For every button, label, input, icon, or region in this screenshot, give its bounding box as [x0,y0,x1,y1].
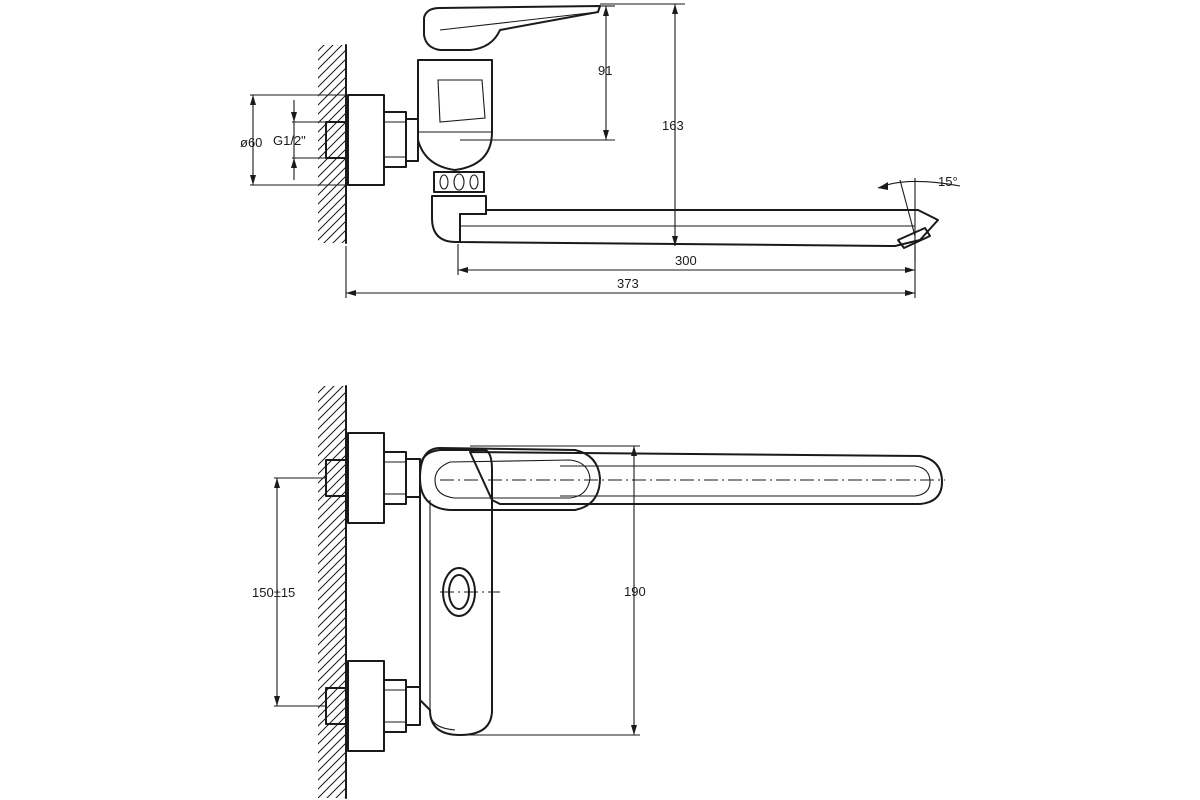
label-inlet-spacing: 150±15 [252,585,295,600]
dim-inlet-spacing: 150±15 [252,477,326,707]
dim-total-height: 163 [600,3,685,246]
label-total-height: 163 [662,118,684,133]
dim-handle-height: 91 [460,5,615,141]
dim-spout-angle: 15° [877,174,961,262]
label-spout-angle: 15° [938,174,958,189]
mixer-body-top [419,449,493,736]
nut-top [383,111,407,168]
dim-overall-length: 373 [345,246,916,298]
lever-handle-top [419,447,601,511]
dim-diameter: ø60 [240,94,348,186]
flange-lower [347,660,385,752]
side-view: ø60 G1/2" 91 163 [240,3,961,298]
lever-handle-side [423,5,601,51]
label-handle-height: 91 [598,63,612,78]
spout-top [469,451,943,505]
top-view: 150±15 190 [252,385,945,799]
dim-spout-reach: 300 [457,244,915,275]
label-body-length: 190 [624,584,646,599]
mixer-body [417,59,493,171]
label-diameter: ø60 [240,135,262,150]
aerator [897,227,931,249]
spout-tube [459,209,939,247]
flange-upper [347,432,385,524]
collar-ring [433,171,485,193]
flange-top [347,94,385,186]
label-spout-reach: 300 [675,253,697,268]
dim-thread: G1/2" [273,100,326,180]
wall-hatch-top [318,45,346,243]
wall-hatch-bottom [318,386,346,798]
label-thread: G1/2" [273,133,306,148]
dim-body-length: 190 [460,445,646,736]
label-overall-length: 373 [617,276,639,291]
